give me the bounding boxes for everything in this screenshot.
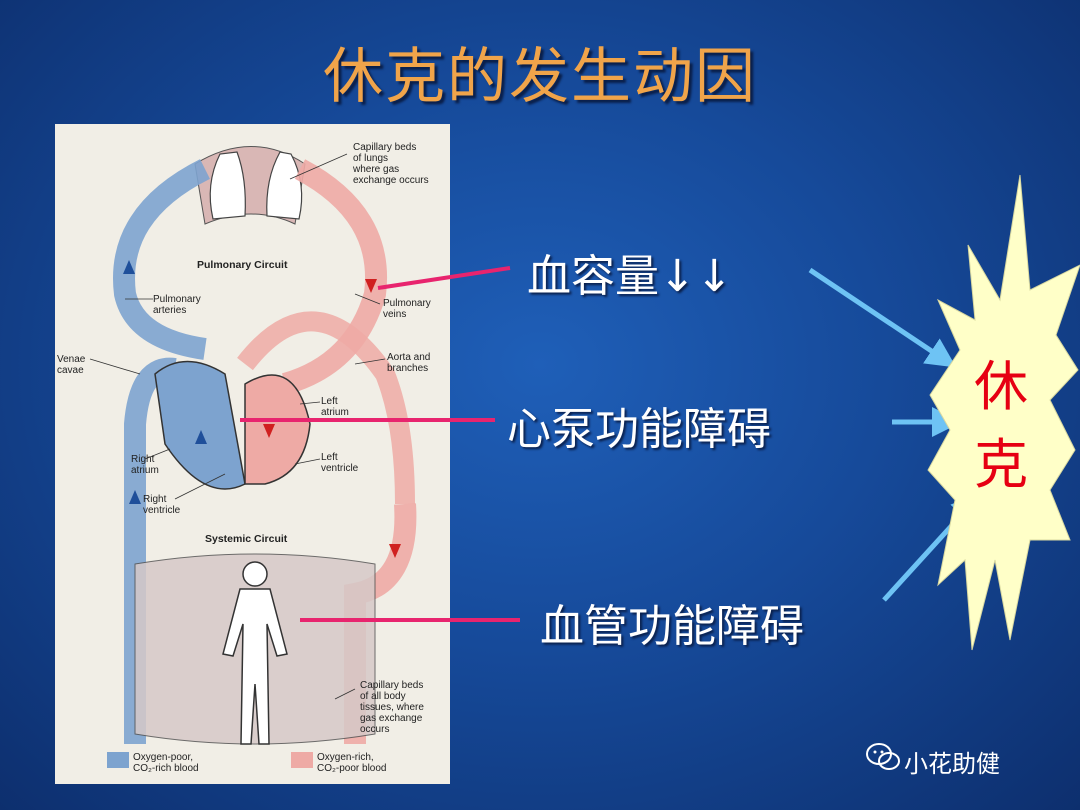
pointer-line-blood-volume	[377, 266, 511, 290]
label-right-ventricle: Right ventricle	[143, 494, 181, 516]
label-aorta: Aorta and branches	[387, 352, 431, 374]
watermark-text: 小花助健	[904, 750, 1000, 778]
human-figure-icon	[222, 561, 288, 745]
legend-oxygen-poor: Oxygen-poor, CO₂-rich blood	[133, 752, 199, 774]
right-lung-icon	[266, 151, 303, 220]
left-lung-icon	[209, 151, 246, 220]
label-venae-cavae: Venae cavae	[57, 354, 86, 376]
arrow-blood-volume	[808, 267, 957, 368]
cause-vascular: 血管功能障碍	[540, 601, 804, 652]
pulmonary-artery-path	[113, 159, 211, 360]
blue-flow-arrows	[123, 260, 207, 504]
red-flow-arrows	[263, 279, 401, 558]
label-pulmonary-circuit: Pulmonary Circuit	[197, 259, 288, 271]
label-capillary-lungs: Capillary beds of lungs where gas exchan…	[353, 142, 429, 186]
label-pulmonary-arteries: Pulmonary arteries	[153, 294, 201, 316]
legend-swatch-poor	[107, 752, 129, 768]
shock-label-line1: 休	[974, 355, 1028, 418]
label-capillary-body: Capillary beds of all body tissues, wher…	[360, 680, 424, 735]
wechat-icon	[866, 743, 900, 770]
circulation-diagram: Capillary beds of lungs where gas exchan…	[55, 124, 450, 784]
cause-blood-volume: 血容量↓↓	[527, 251, 733, 302]
shock-burst	[927, 174, 1080, 651]
slide-title: 休克的发生动因	[323, 42, 757, 112]
cause-heart-pump: 心泵功能障碍	[507, 404, 771, 455]
label-right-atrium: Right atrium	[131, 454, 159, 476]
label-left-ventricle: Left ventricle	[321, 452, 359, 474]
label-left-atrium: Left atrium	[321, 396, 349, 418]
aorta-path	[237, 311, 415, 505]
label-systemic-circuit: Systemic Circuit	[205, 533, 288, 545]
heart-left-side	[244, 374, 311, 485]
circulation-svg	[89, 146, 417, 768]
legend-swatch-rich	[291, 752, 313, 768]
shock-label-line2: 克	[974, 433, 1028, 496]
label-pulmonary-veins: Pulmonary veins	[383, 298, 431, 320]
pulmonary-vein-path	[281, 159, 387, 395]
legend-oxygen-rich: Oxygen-rich, CO₂-poor blood	[317, 752, 387, 774]
